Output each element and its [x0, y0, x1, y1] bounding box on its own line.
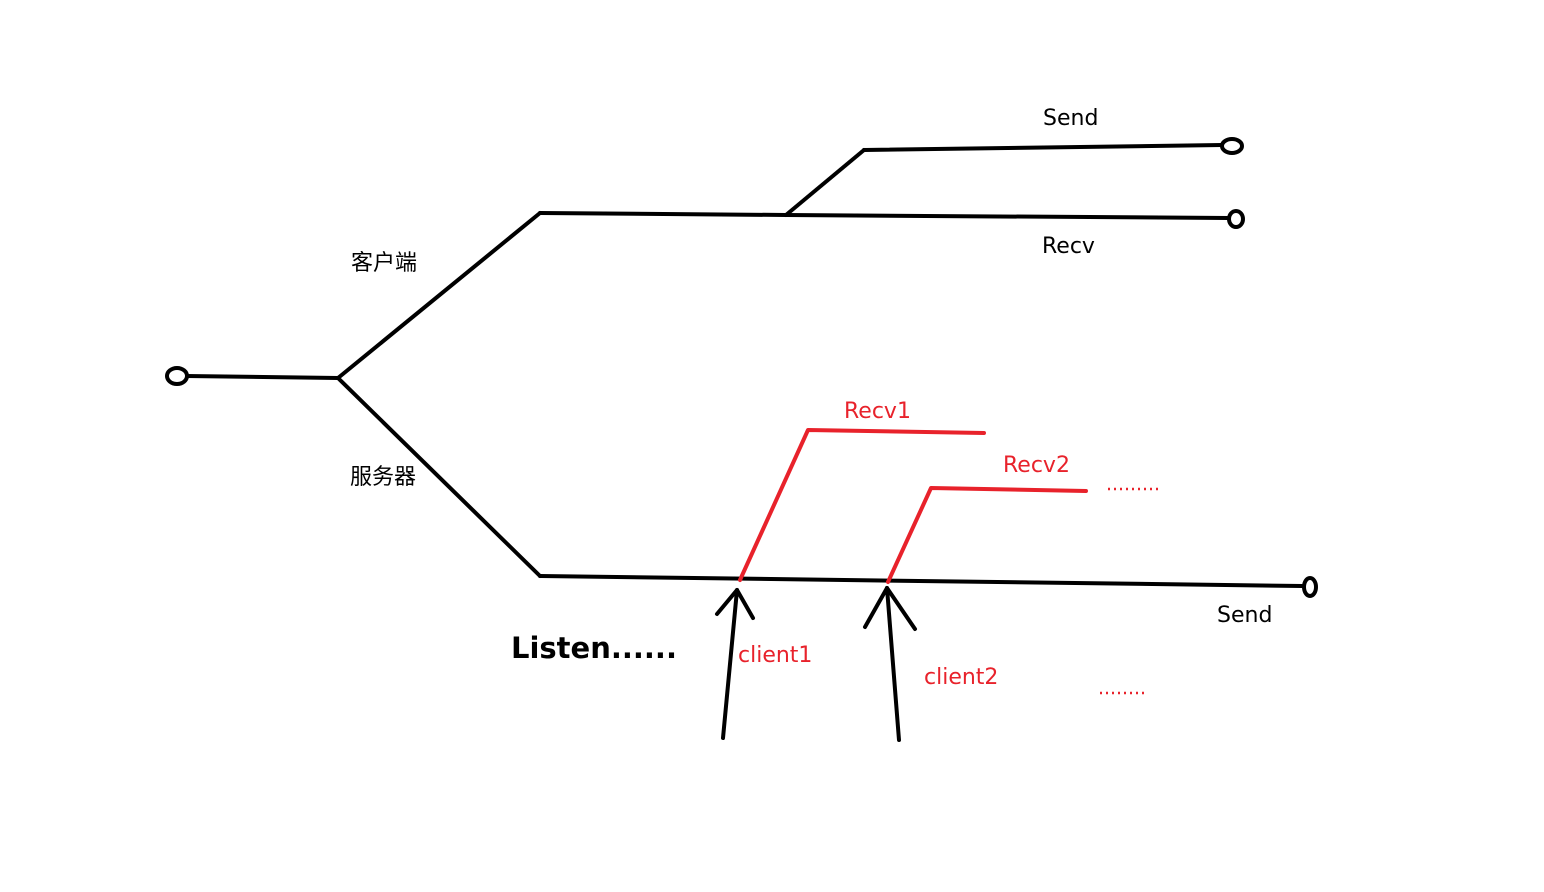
root-stem-line [184, 374, 340, 380]
listen-label: Listen...... [511, 631, 677, 665]
client-recv-label: Recv [1042, 234, 1095, 259]
server-label: 服务器 [350, 465, 416, 490]
client-branch-diagonal [336, 211, 542, 380]
recv1-label: Recv1 [844, 399, 911, 424]
server-main-line [538, 574, 1304, 588]
client2-label: client2 [924, 665, 998, 690]
server-send-label: Send [1217, 603, 1272, 628]
client-send-terminal [1220, 137, 1244, 155]
client-label: 客户端 [351, 251, 417, 276]
client2-arrow [863, 586, 917, 742]
client1-arrow [715, 588, 755, 740]
client1-label: client1 [738, 643, 812, 668]
client-branch-line [538, 211, 788, 217]
recv1-branch-line [738, 428, 986, 582]
root-terminal [165, 366, 189, 386]
client-send-diagonal [784, 148, 866, 217]
client-send-line [862, 143, 1224, 152]
client-recv-terminal [1227, 209, 1245, 229]
client-recv-line [784, 213, 1230, 220]
client-send-label: Send [1043, 106, 1098, 131]
server-send-terminal [1302, 576, 1318, 598]
recv2-label: Recv2 [1003, 453, 1070, 478]
recv2-branch-line [886, 486, 1088, 584]
server-branch-diagonal [336, 376, 542, 578]
